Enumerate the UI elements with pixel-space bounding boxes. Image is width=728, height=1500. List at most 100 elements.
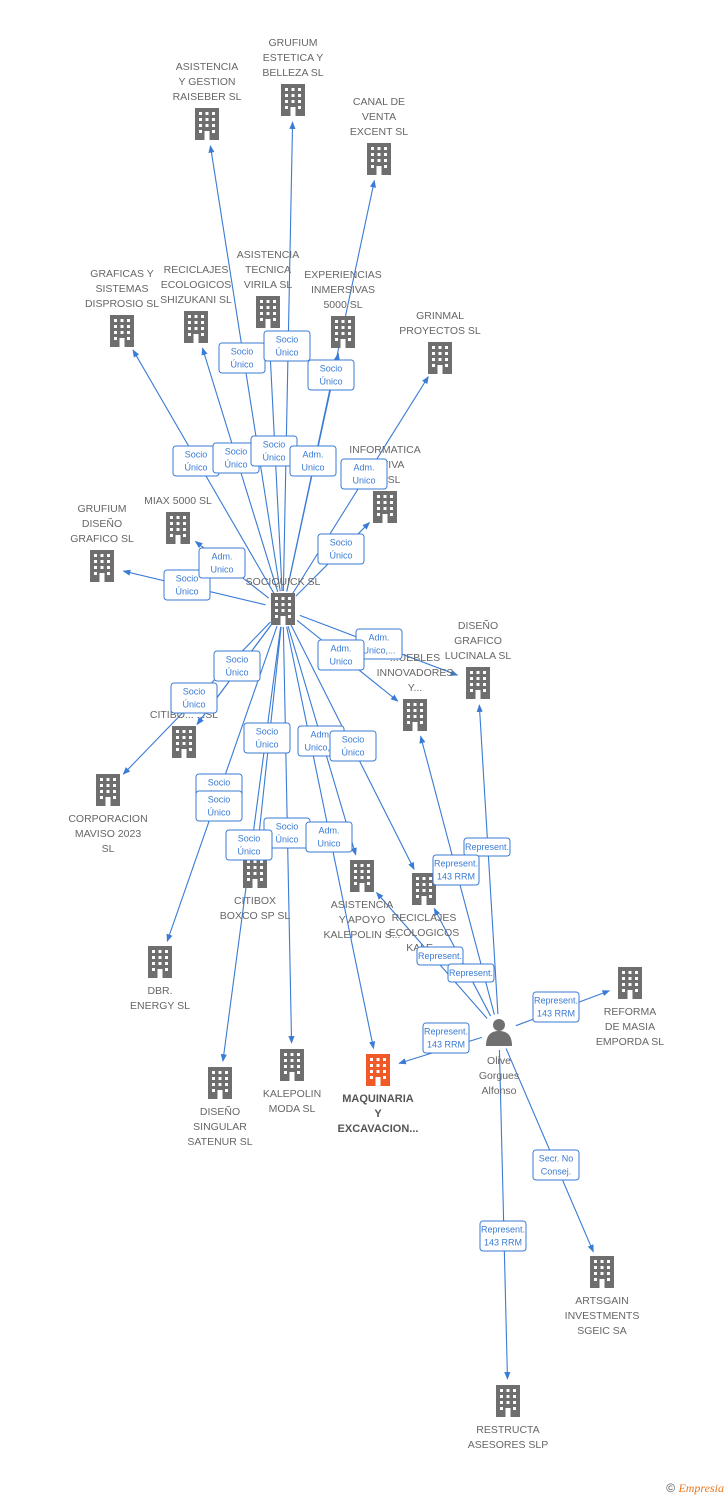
node-label: CITIBOX: [234, 895, 276, 907]
node-label: Gorgues: [479, 1070, 519, 1082]
edge-label-text: Adm.: [310, 730, 331, 740]
building-icon[interactable]: [256, 296, 280, 328]
node-label: GRUFIUM: [78, 503, 127, 515]
edge-label: Represent.143 RRM: [422, 1022, 470, 1054]
node-label: SL: [102, 843, 115, 855]
edge-label-text: Único: [275, 348, 298, 358]
edge-label-text: 143 RRM: [537, 1009, 575, 1019]
building-icon[interactable]: [172, 726, 196, 758]
edge-label-text: Represent.: [534, 996, 578, 1006]
building-icon[interactable]: [271, 593, 295, 625]
edge-label-text: Socio: [330, 538, 353, 548]
node-label: GRAFICO SL: [70, 533, 134, 545]
building-icon[interactable]: [90, 550, 114, 582]
node-label: REFORMA: [604, 1006, 657, 1018]
building-icon[interactable]: [590, 1256, 614, 1288]
building-icon[interactable]: [412, 873, 436, 905]
node-label: EXCAVACION...: [338, 1123, 419, 1135]
building-icon[interactable]: [195, 108, 219, 140]
building-icon[interactable]: [331, 316, 355, 348]
person-icon[interactable]: [486, 1019, 512, 1046]
node-label: CORPORACION: [68, 813, 147, 825]
edge-label-text: Socio: [256, 727, 279, 737]
building-icon[interactable]: [280, 1049, 304, 1081]
edge-label: Adm.Unico: [289, 445, 337, 477]
building-icon[interactable]: [428, 342, 452, 374]
node-muebles[interactable]: ...UEBLESINNOVADORESY...: [377, 652, 454, 731]
node-label: LUCINALA SL: [445, 650, 512, 662]
node-label: SINGULAR: [193, 1121, 247, 1133]
building-icon[interactable]: [403, 699, 427, 731]
building-icon[interactable]: [281, 84, 305, 116]
node-citibox[interactable]: CITIBO... ...SL: [150, 709, 218, 758]
building-icon[interactable]: [367, 143, 391, 175]
building-icon[interactable]: [148, 946, 172, 978]
building-icon[interactable]: [350, 860, 374, 892]
building-icon[interactable]: [618, 967, 642, 999]
edge-label: Adm.Unico,...: [355, 628, 403, 660]
node-miax[interactable]: MIAX 5000 SL: [144, 495, 212, 544]
node-label: RECICLAJES: [164, 264, 229, 276]
node-label: GRUFIUM: [269, 37, 318, 49]
node-label: MIAX 5000 SL: [144, 495, 212, 507]
edge-label-text: Represent.: [481, 1225, 525, 1235]
building-icon[interactable]: [184, 311, 208, 343]
building-icon[interactable]: [366, 1054, 390, 1086]
edge-label-text: Represent.: [465, 842, 509, 852]
building-icon[interactable]: [466, 667, 490, 699]
node-label: BOXCO SP SL: [220, 910, 291, 922]
building-icon[interactable]: [373, 491, 397, 523]
node-label: SISTEMAS: [95, 283, 148, 295]
edge-label: Adm.Unico: [305, 821, 353, 853]
node-label: DBR.: [147, 985, 172, 997]
node-label: ESTETICA Y: [263, 52, 324, 64]
node-label: Alfonso: [481, 1085, 516, 1097]
node-sociquick[interactable]: SOCIQUICK SL: [246, 576, 321, 625]
building-icon[interactable]: [110, 315, 134, 347]
node-dbr[interactable]: DBR. ENERGY SL: [130, 946, 190, 1012]
building-icon[interactable]: [208, 1067, 232, 1099]
node-label: RAISEBER SL: [173, 91, 242, 103]
node-label: VENTA: [362, 111, 396, 123]
node-maquinaria[interactable]: MAQUINARIAYEXCAVACION...: [338, 1054, 419, 1135]
building-icon[interactable]: [166, 512, 190, 544]
edge-label: Represent.: [447, 963, 495, 983]
node-label: MODA SL: [269, 1103, 316, 1115]
edge-label: Represent. 143 RRM: [532, 991, 580, 1023]
edge-label-text: Unico,...: [304, 743, 337, 753]
building-icon[interactable]: [496, 1385, 520, 1417]
edge-label-text: Socio: [320, 364, 343, 374]
node-label: ASISTENCIA: [176, 61, 238, 73]
node-label: ECOLOGICOS: [161, 279, 232, 291]
edge-label-text: Unico: [352, 476, 375, 486]
building-icon[interactable]: [96, 774, 120, 806]
edge-label-text: Socio: [263, 440, 286, 450]
node-citibox_boxco[interactable]: CITIBOX BOXCO SP SL: [220, 856, 291, 922]
building-icon[interactable]: [243, 856, 267, 888]
edge-label-text: Único: [207, 808, 230, 818]
node-label: ENERGY SL: [130, 1000, 190, 1012]
edge-labels-layer: SocioÚnicoSocioÚnicoSocioÚnicoSocioÚnico…: [163, 330, 580, 1252]
